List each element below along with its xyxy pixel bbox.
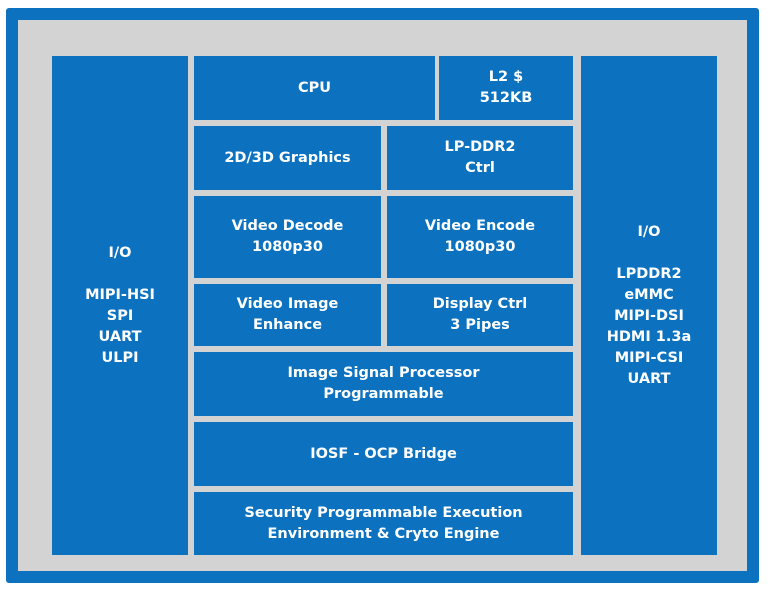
isp-label: Image Signal Processor bbox=[287, 365, 480, 381]
io-right-item: HDMI 1.3a bbox=[606, 328, 692, 345]
io-left-title: I/O bbox=[108, 244, 132, 261]
security-engine-block: Security Programmable Execution Environm… bbox=[194, 492, 573, 555]
graphics-block: 2D/3D Graphics bbox=[194, 126, 381, 190]
io-right-block: I/O LPDDR2 eMMC MIPI-DSI HDMI 1.3a MIPI-… bbox=[581, 56, 717, 555]
io-right-title: I/O bbox=[637, 223, 661, 240]
video-decode-block: Video Decode 1080p30 bbox=[194, 196, 381, 278]
io-left-item: SPI bbox=[106, 307, 134, 324]
video-encode-spec: 1080p30 bbox=[444, 239, 516, 255]
io-left-block: I/O MIPI-HSI SPI UART ULPI bbox=[52, 56, 188, 555]
io-right-item: UART bbox=[627, 370, 671, 387]
l2-cache-label: L2 $ bbox=[488, 69, 524, 85]
iosf-bridge-block: IOSF - OCP Bridge bbox=[194, 422, 573, 486]
video-image-enhance-block: Video Image Enhance bbox=[194, 284, 381, 346]
io-left-item: UART bbox=[98, 328, 142, 345]
io-right-item: eMMC bbox=[624, 286, 674, 303]
lpddr2-ctrl-block: LP-DDR2 Ctrl bbox=[387, 126, 573, 190]
l2-cache-block: L2 $ 512KB bbox=[439, 56, 573, 120]
video-decode-label: Video Decode bbox=[231, 218, 344, 234]
security-engine-label: Security Programmable Execution bbox=[244, 504, 523, 521]
isp-block: Image Signal Processor Programmable bbox=[194, 352, 573, 416]
soc-diagram: I/O MIPI-HSI SPI UART ULPI I/O LPDDR2 eM… bbox=[6, 8, 759, 583]
cpu-block: CPU bbox=[194, 56, 435, 120]
l2-cache-size: 512KB bbox=[479, 90, 533, 106]
io-right-item: LPDDR2 bbox=[616, 265, 682, 282]
iosf-bridge-label: IOSF - OCP Bridge bbox=[310, 445, 457, 462]
io-right-item: MIPI-CSI bbox=[614, 349, 684, 366]
video-encode-block: Video Encode 1080p30 bbox=[387, 196, 573, 278]
io-left-item: ULPI bbox=[101, 349, 139, 366]
security-engine-sub: Environment & Cryto Engine bbox=[267, 525, 500, 542]
video-decode-spec: 1080p30 bbox=[252, 239, 323, 255]
cpu-label: CPU bbox=[297, 79, 332, 96]
video-image-enhance-sub: Enhance bbox=[252, 317, 323, 333]
display-ctrl-block: Display Ctrl 3 Pipes bbox=[387, 284, 573, 346]
lpddr2-ctrl-sub: Ctrl bbox=[465, 160, 495, 176]
display-ctrl-label: Display Ctrl bbox=[432, 296, 528, 312]
display-ctrl-sub: 3 Pipes bbox=[450, 317, 510, 333]
isp-sub: Programmable bbox=[323, 386, 444, 402]
graphics-label: 2D/3D Graphics bbox=[224, 149, 351, 166]
chip-frame: I/O MIPI-HSI SPI UART ULPI I/O LPDDR2 eM… bbox=[18, 20, 747, 571]
io-left-item: MIPI-HSI bbox=[85, 286, 155, 303]
io-right-item: MIPI-DSI bbox=[614, 307, 684, 324]
video-image-enhance-label: Video Image bbox=[236, 296, 339, 312]
video-encode-label: Video Encode bbox=[424, 218, 536, 234]
lpddr2-ctrl-label: LP-DDR2 bbox=[444, 139, 516, 155]
